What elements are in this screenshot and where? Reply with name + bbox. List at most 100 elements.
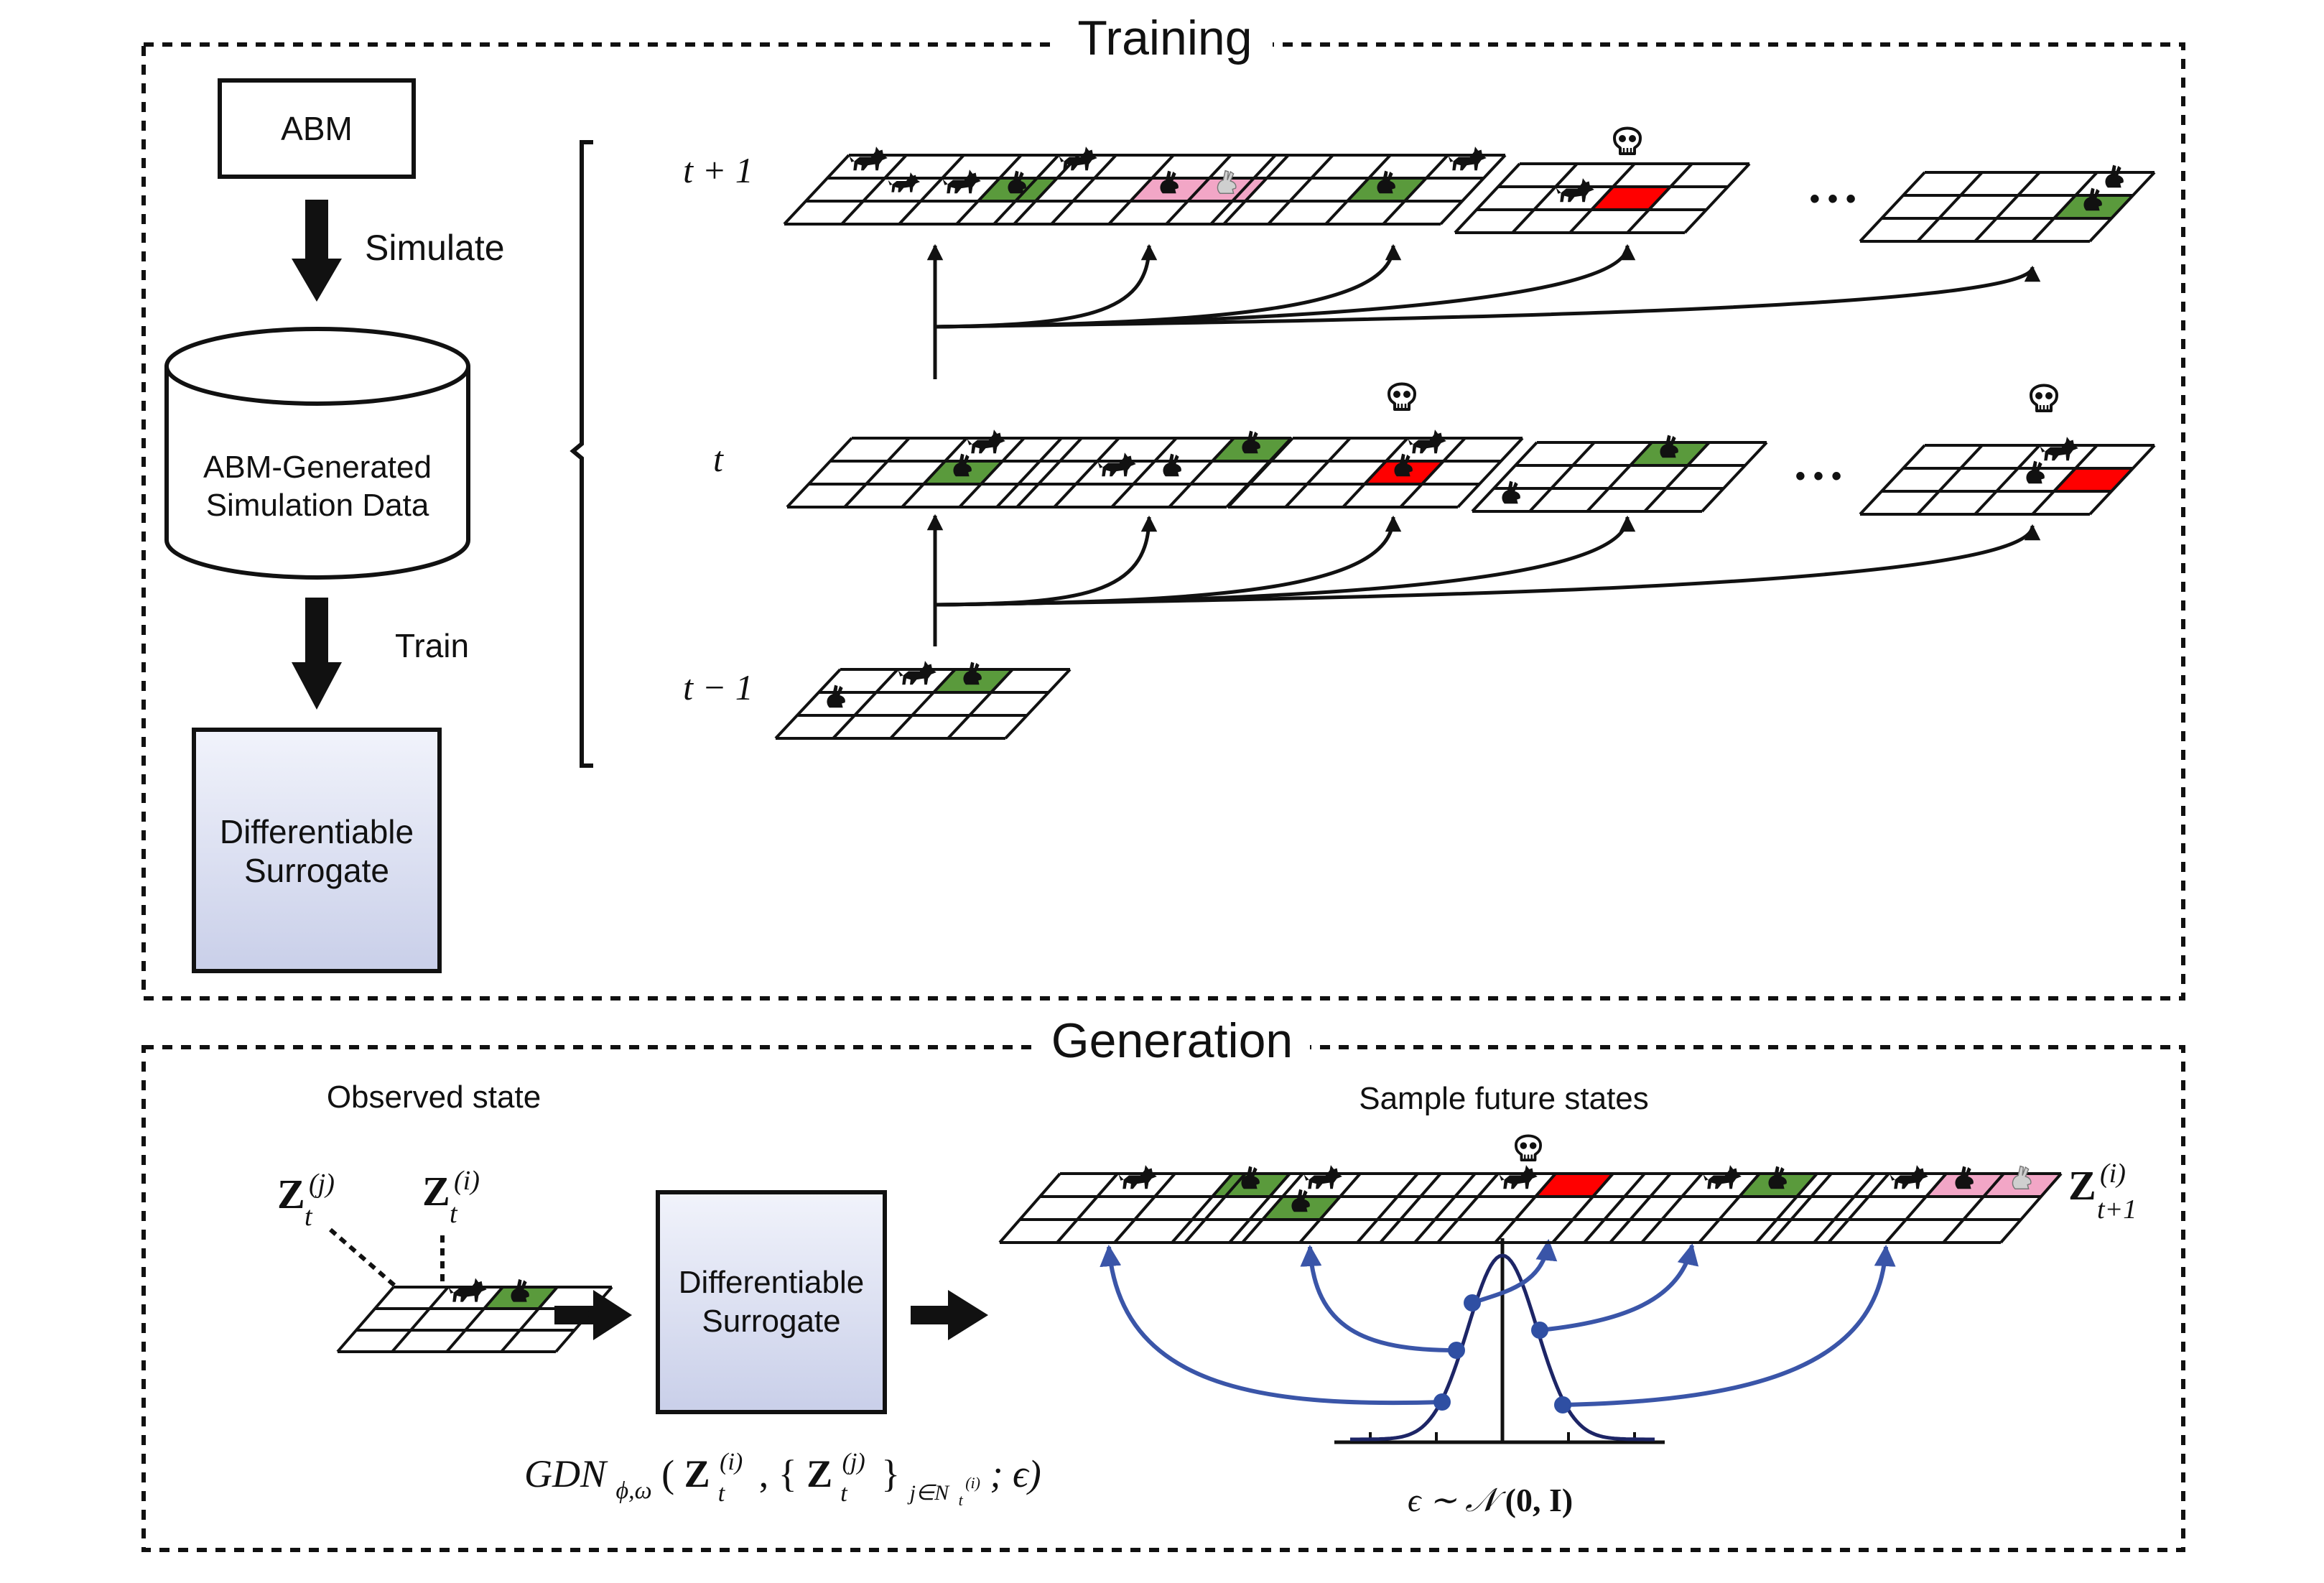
gdn-formula: GDN ϕ,ω ( Z (i) t , { Z (j) t } j∈N t (i… [524,1435,1041,1514]
sample-arrow-5 [1562,1245,1896,1407]
rabbit-icon [1163,453,1181,477]
rabbit-icon [2026,460,2045,484]
dashed-pointer-j [329,1227,398,1289]
sample-arrow-4 [1539,1243,1699,1332]
skull-icon [1388,382,1416,411]
skull-icon [2030,384,2058,412]
branch-arrow-8 [934,524,2041,607]
training-border [141,42,2185,1001]
wolf-icon [1890,1165,1928,1189]
grid-t-4 [1471,435,1768,513]
database-line-1: ABM-Generated [203,450,432,485]
grid-t1-2 [993,147,1290,226]
training-panel: Training ABM Simulate ABM-Generated Simu… [141,11,2185,1001]
skull-icon [1514,1134,1543,1161]
svg-text:Z: Z [422,1168,450,1215]
simulate-label: Simulate [365,228,505,268]
rabbit-icon [2012,1165,2032,1189]
row-label-t: t [713,439,724,479]
generation-border [141,1045,2185,1552]
grid-t1-3 [1209,147,1507,226]
wolf-icon [1499,1165,1538,1189]
future-grid-1 [998,1165,1291,1244]
future-grid-3 [1379,1165,1672,1244]
rabbit-icon [1217,170,1237,194]
svg-text:t: t [450,1199,458,1229]
wolf-icon [448,1278,487,1302]
svg-text:t: t [305,1202,313,1232]
generation-title: Generation [1051,1013,1293,1068]
bell-curve [1350,1253,1655,1442]
wolf-icon [888,172,920,192]
wolf-icon [1448,147,1487,171]
wolf-icon [849,147,888,171]
generation-arrow-1 [554,1290,632,1340]
noise-distribution [1334,1238,1665,1444]
database-line-2: Simulation Data [206,488,429,523]
grid-cell-highlight [2054,468,2133,491]
observed-state-label: Observed state [327,1080,541,1115]
training-surrogate-line-1: Differentiable [220,813,414,850]
simulation-database: ABM-Generated Simulation Data [164,327,470,580]
wolf-icon [1703,1165,1742,1189]
sample-future-label: Sample future states [1359,1081,1649,1116]
wolf-icon [2040,437,2078,461]
svg-text:(i): (i) [454,1166,480,1196]
grid-t-minus-1 [774,661,1072,740]
z-t-i-label: Z (i) t [422,1166,480,1229]
branch-arrow-1 [934,243,1158,329]
row-label-t-minus-1: t − 1 [683,667,753,707]
z-t-j-label: Z (j) t [277,1169,335,1232]
grid-t-5 [1859,437,2156,516]
sample-point-5 [1554,1396,1571,1413]
branch-arrow-2 [934,243,1402,329]
grid-t1-5 [1859,164,2156,243]
future-grid-4 [1583,1165,1876,1244]
generation-grids [336,1134,2063,1353]
wolf-icon [1059,147,1097,171]
wolf-icon [967,430,1005,454]
future-grid-2 [1184,1165,1477,1244]
rabbit-icon [1502,481,1520,504]
sample-arrow-2 [1300,1245,1457,1352]
svg-text:Z: Z [2068,1162,2096,1209]
svg-text:Z: Z [277,1171,305,1217]
svg-text:(j): (j) [309,1169,335,1199]
future-grid-5 [1770,1165,2063,1244]
train-arrow [292,598,342,710]
rabbit-icon [827,684,845,708]
generation-surrogate-box [656,1190,887,1414]
ellipsis-row-t-plus-1: • • • [1810,183,1856,215]
wolf-icon [898,661,936,685]
sample-point-4 [1531,1322,1548,1339]
sample-points [1433,1294,1571,1413]
grid-cell-highlight [1591,187,1670,210]
generation-surrogate-line-2: Surrogate [702,1304,840,1339]
sample-point-1 [1433,1393,1451,1411]
sample-point-3 [1464,1294,1481,1312]
z-t-plus-1-label: Z (i) t+1 [2068,1159,2137,1225]
ellipsis-row-t: • • • [1795,460,1841,492]
generation-surrogate-line-1: Differentiable [679,1265,864,1300]
grid-t-3 [1227,430,1524,509]
branch-arrow-4 [934,265,2040,329]
sample-point-2 [1448,1342,1465,1359]
svg-text:GDN ϕ,ω (: GDN ϕ,ω ( Z (i) t , { Z (j) t } j∈N t (i… [524,1435,1041,1514]
simulate-arrow [292,200,342,302]
training-surrogate-line-2: Surrogate [244,852,389,889]
training-arrows [926,243,2041,646]
wolf-icon [1118,1165,1157,1189]
grid-t-2 [995,430,1293,509]
rabbit-icon [2105,164,2124,188]
abm-label: ABM [281,110,353,147]
row-label-t-plus-1: t + 1 [683,150,753,190]
grid-t1-1 [783,147,1080,226]
sequence-bracket [570,140,593,768]
grid-t-1 [786,430,1083,509]
wolf-icon [1303,1165,1342,1189]
sampling-arrows [1100,1239,1896,1407]
sample-arrow-3 [1472,1239,1558,1305]
generation-arrow-2 [911,1290,988,1340]
train-label: Train [395,627,469,664]
